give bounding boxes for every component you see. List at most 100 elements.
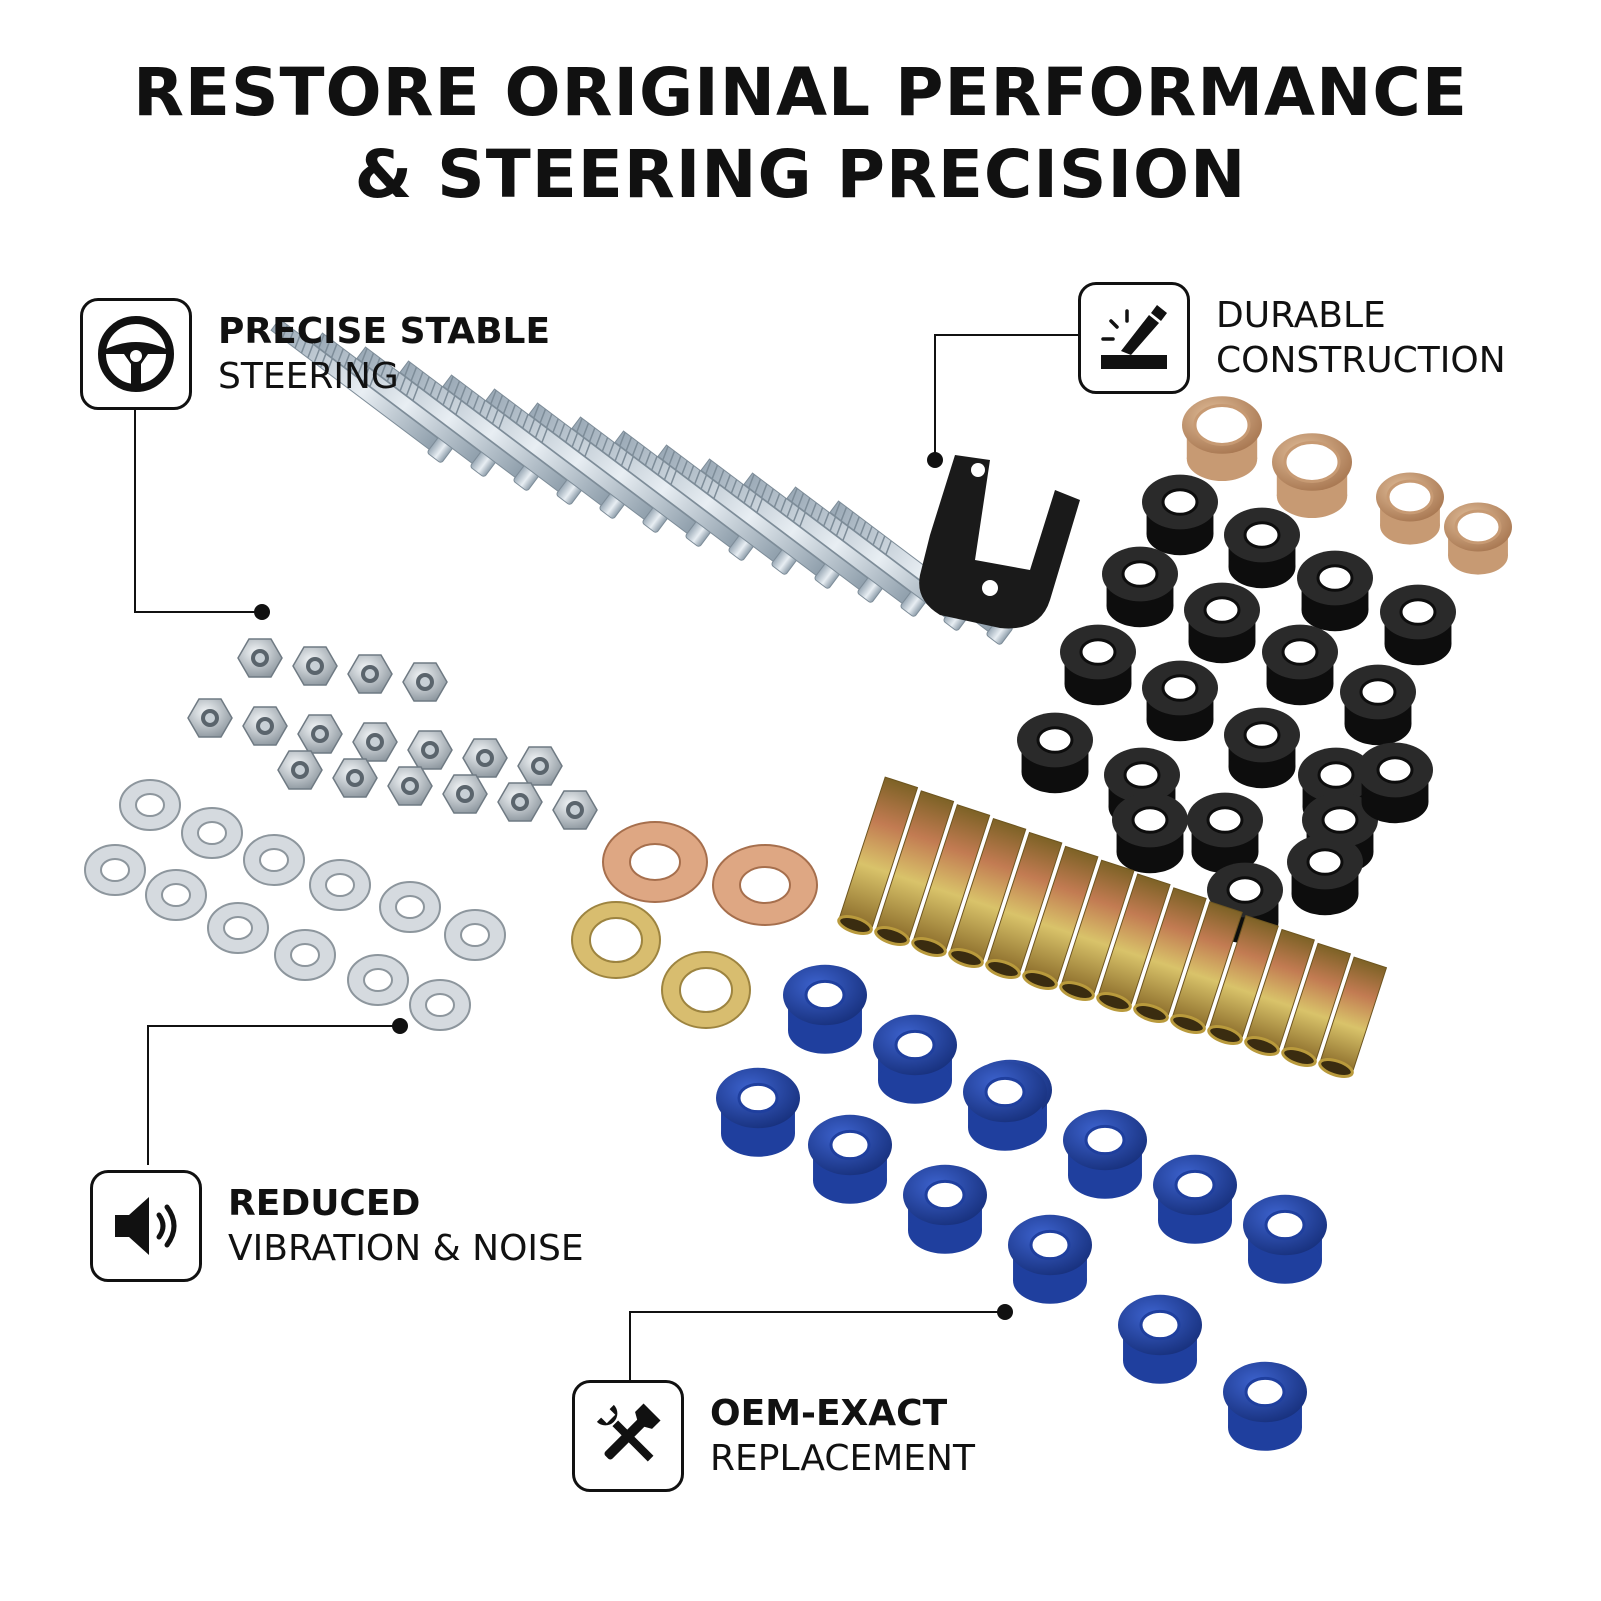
blue-bushing xyxy=(716,1067,800,1157)
durable-label: DURABLE CONSTRUCTION xyxy=(1216,293,1506,383)
steel-washer xyxy=(409,979,471,1031)
feature-steering: PRECISE STABLE STEERING xyxy=(80,298,550,410)
lock-nut xyxy=(347,654,393,694)
blue-bushing xyxy=(1118,1294,1202,1384)
steering-label-bold: PRECISE STABLE xyxy=(218,311,551,352)
steel-washer xyxy=(243,834,305,886)
lock-nut xyxy=(402,662,448,702)
copper-washer xyxy=(602,821,708,903)
metal-sleeve xyxy=(1281,942,1352,1067)
blue-bushing xyxy=(903,1164,987,1254)
durable-label-line2: CONSTRUCTION xyxy=(1216,340,1506,381)
black-bushing xyxy=(1184,582,1260,664)
bolt xyxy=(313,332,497,477)
brass-washer xyxy=(571,901,661,979)
metal-sleeve xyxy=(1133,887,1207,1023)
bracket xyxy=(919,455,1080,629)
page-title: RESTORE ORIGINAL PERFORMANCE & STEERING … xyxy=(0,52,1601,216)
metal-sleeves-group xyxy=(837,776,1388,1078)
lock-nut xyxy=(462,738,508,778)
metal-sleeve xyxy=(1059,859,1135,1001)
oem-label-regular: REPLACEMENT xyxy=(710,1438,975,1479)
steel-washer xyxy=(207,902,269,954)
black-bushing xyxy=(1297,550,1373,632)
connector-lines xyxy=(134,334,1078,1380)
lock-nut xyxy=(387,766,433,806)
lock-nut xyxy=(242,706,288,746)
connector-dots xyxy=(254,452,1013,1320)
black-bushing xyxy=(1340,664,1416,746)
steering-icon-box xyxy=(80,298,192,410)
steel-washer xyxy=(379,881,441,933)
feature-noise: REDUCED VIBRATION & NOISE xyxy=(90,1170,584,1282)
metal-sleeve xyxy=(874,790,955,946)
welding-icon xyxy=(1101,305,1167,369)
lock-nut xyxy=(442,774,488,814)
feature-durable: DURABLE CONSTRUCTION xyxy=(1078,282,1506,394)
blue-bushing xyxy=(873,1014,957,1104)
steel-washer xyxy=(444,909,506,961)
lock-nut xyxy=(332,758,378,798)
steel-washer xyxy=(181,807,243,859)
steel-washer xyxy=(347,954,409,1006)
steering-wheel-icon xyxy=(98,316,174,392)
title-line-1: RESTORE ORIGINAL PERFORMANCE xyxy=(133,54,1468,131)
oem-label: OEM-EXACT REPLACEMENT xyxy=(710,1391,975,1481)
connector-oem xyxy=(629,1311,1005,1380)
copper-washer xyxy=(712,844,818,926)
metal-sleeve xyxy=(1170,901,1243,1034)
oem-label-bold: OEM-EXACT xyxy=(710,1393,948,1434)
metal-sleeve xyxy=(1022,845,1099,990)
blue-bushing xyxy=(808,1114,892,1204)
blue-bushing xyxy=(1223,1361,1307,1451)
steel-washer xyxy=(309,859,371,911)
black-bushing xyxy=(1224,507,1300,589)
blue-bushing xyxy=(783,964,867,1054)
bolt xyxy=(700,458,884,603)
durable-label-line1: DURABLE xyxy=(1216,295,1386,336)
metal-sleeve xyxy=(1096,873,1171,1012)
connector-noise xyxy=(147,1025,400,1165)
brass-washer xyxy=(661,951,751,1029)
feature-oem: OEM-EXACT REPLACEMENT xyxy=(572,1380,975,1492)
black-bushing xyxy=(1224,707,1300,789)
lock-nut xyxy=(292,646,338,686)
lock-nut xyxy=(277,750,323,790)
black-bushing xyxy=(1142,660,1218,742)
bronze-bushings-group xyxy=(1182,396,1512,575)
black-bushings-group xyxy=(1017,474,1456,944)
lock-nut xyxy=(297,714,343,754)
metal-sleeve xyxy=(948,818,1027,968)
black-bushing xyxy=(1017,712,1093,794)
steel-washer xyxy=(119,779,181,831)
lock-nut xyxy=(497,782,543,822)
black-bushing xyxy=(1287,834,1363,916)
steel-washer xyxy=(84,844,146,896)
bronze-bushing xyxy=(1272,433,1352,518)
lock-nut xyxy=(237,638,283,678)
black-bushing xyxy=(1102,546,1178,628)
blue-bushing xyxy=(1008,1214,1092,1304)
tools-icon xyxy=(596,1403,661,1462)
noise-label-regular: VIBRATION & NOISE xyxy=(228,1228,584,1269)
steel-washer xyxy=(145,869,207,921)
steel-washer xyxy=(274,929,336,981)
bolts-group xyxy=(270,318,1013,645)
black-bushing xyxy=(1112,792,1188,874)
lock-nut xyxy=(187,698,233,738)
blue-bushing xyxy=(963,1061,1047,1151)
title-line-2: & STEERING PRECISION xyxy=(354,136,1247,213)
connector-steering xyxy=(134,410,262,613)
bronze-bushing xyxy=(1182,396,1262,481)
connector-durable xyxy=(934,334,1078,460)
lock-nuts-group xyxy=(187,638,598,830)
noise-icon-box xyxy=(90,1170,202,1282)
metal-sleeve xyxy=(1318,956,1388,1078)
blue-bushing xyxy=(1063,1109,1147,1199)
black-bushing xyxy=(1142,474,1218,556)
lock-nut xyxy=(352,722,398,762)
blue-bushing xyxy=(1153,1154,1237,1244)
black-bushing xyxy=(1187,792,1263,874)
noise-label-bold: REDUCED xyxy=(228,1183,421,1224)
